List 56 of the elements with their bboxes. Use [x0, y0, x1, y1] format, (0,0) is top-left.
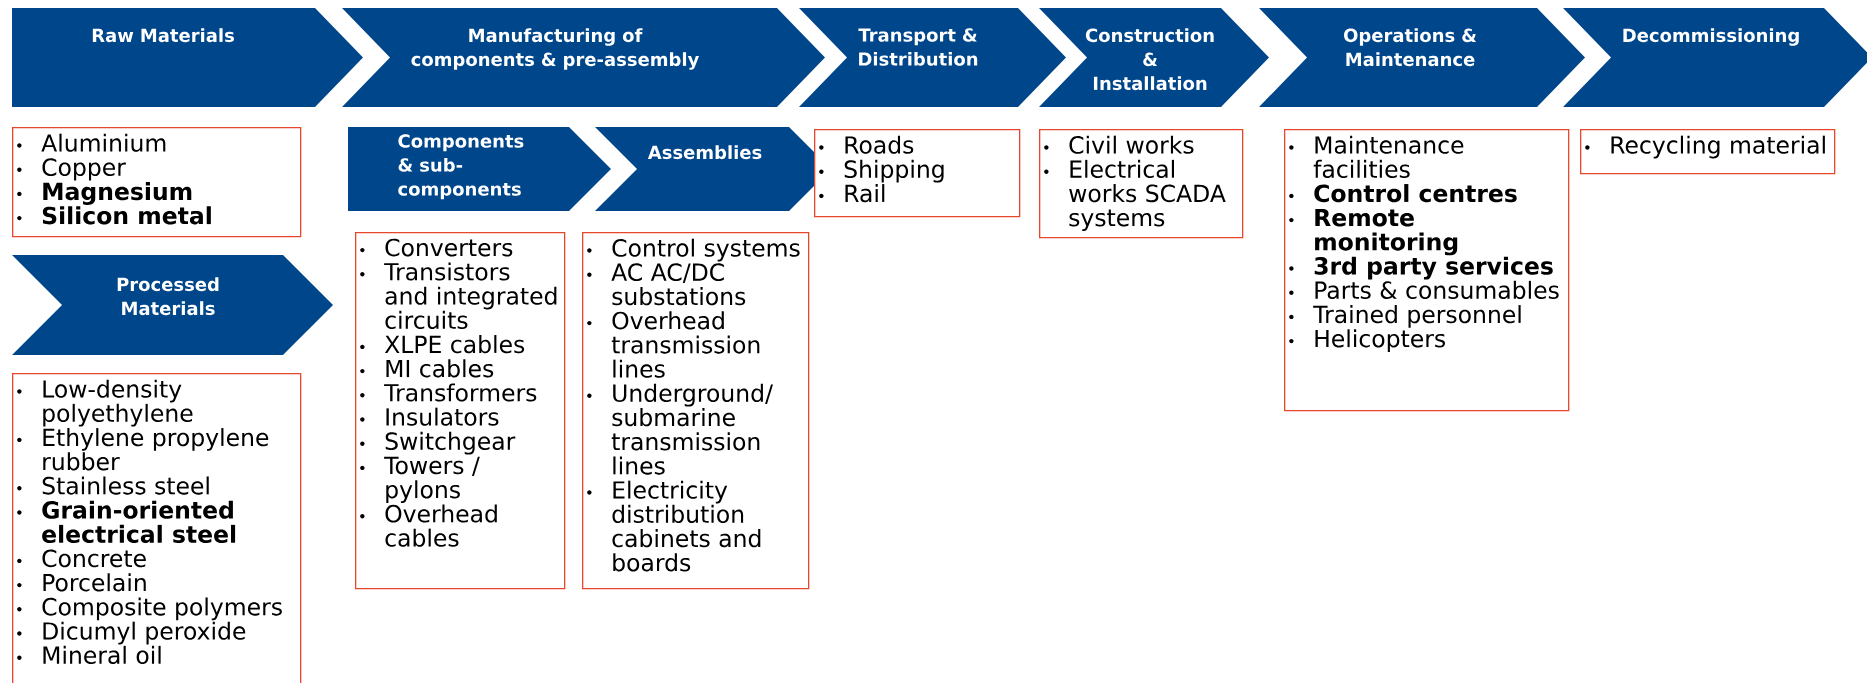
list-box: [1039, 129, 1244, 239]
bullet-item: Stainless steel: [17, 476, 209, 495]
stage-banner: Processed Materials: [12, 255, 333, 355]
stage-banner: Operations & Maintenance: [1259, 8, 1585, 107]
stage-banner: Decommissioning: [1563, 8, 1867, 107]
bullet-item: Transistors and integrated circuits: [360, 262, 557, 329]
stage-banner: Assemblies: [595, 127, 831, 211]
bullet-item: Silicon metal: [17, 206, 211, 225]
list-box: [12, 127, 302, 238]
list-box: [1580, 129, 1836, 175]
bullet-item: Parts & consumables: [1289, 280, 1559, 300]
bullet-item: Converters: [360, 238, 513, 257]
bullet-item: Overhead transmission lines: [587, 311, 760, 378]
list-box: [582, 232, 810, 590]
bullet-item: Composite polymers: [17, 597, 282, 621]
bullet-item: Helicopters: [1289, 329, 1445, 352]
bullet-item: Grain-oriented electrical steel: [17, 500, 236, 544]
stage-banner: Components & sub-components: [348, 127, 611, 211]
bullet-item: Recycling material: [1585, 135, 1825, 159]
bullet-item: Ethylene propylene rubber: [17, 428, 269, 471]
bullet-item: Underground/ submarine transmission lines: [587, 383, 773, 475]
list-box: [12, 373, 302, 683]
bullet-item: Control centres: [1289, 184, 1517, 203]
node-label: Construction & Installation: [1085, 28, 1214, 91]
stage-banner: Construction & Installation: [1039, 8, 1269, 107]
stage-banner: Raw Materials: [12, 8, 363, 107]
bullet-item: Dicumyl peroxide: [17, 621, 246, 645]
bullet-item: AC AC/DC substations: [587, 263, 746, 306]
bullet-item: Electricity distribution cabinets and boards: [587, 480, 761, 572]
bullet-item: Low-density polyethylene: [17, 379, 193, 427]
bullet-item: XLPE cables: [360, 335, 525, 354]
bullet-item: 3rd party services: [1289, 256, 1553, 280]
stage-banner: Transport & Distribution: [799, 8, 1066, 107]
bullet-item: Control systems: [587, 238, 800, 262]
bullet-item: Trained personnel: [1289, 305, 1521, 328]
bullet-item: Concrete: [17, 549, 146, 568]
bullet-item: Electrical works SCADA systems: [1044, 159, 1226, 231]
bullet-item: Transformers: [360, 383, 537, 402]
list-box: [1284, 129, 1570, 412]
bullet-item: Porcelain: [17, 573, 146, 592]
bullet-item: Magnesium: [17, 182, 192, 205]
bullet-item: Overhead cables: [360, 504, 497, 547]
node-label: Transport & Distribution: [858, 28, 978, 66]
bullet-item: Mineral oil: [17, 645, 161, 665]
bullet-item: Civil works: [1044, 135, 1194, 154]
list-box: [355, 232, 566, 590]
stage-banner: Manufacturing of components & pre-assembly: [342, 8, 825, 107]
bullet-item: Remote monitoring: [1289, 209, 1458, 256]
bullet-item: Switchgear: [360, 431, 516, 455]
list-box: [814, 129, 1021, 218]
bullet-item: Insulators: [360, 407, 499, 426]
bullet-item: MI cables: [360, 359, 494, 378]
bullet-item: Aluminium: [17, 133, 166, 152]
bullet-item: Copper: [17, 158, 126, 181]
bullet-item: Maintenance facilities: [1289, 135, 1464, 179]
bullet-item: Towers / pylons: [360, 456, 480, 503]
